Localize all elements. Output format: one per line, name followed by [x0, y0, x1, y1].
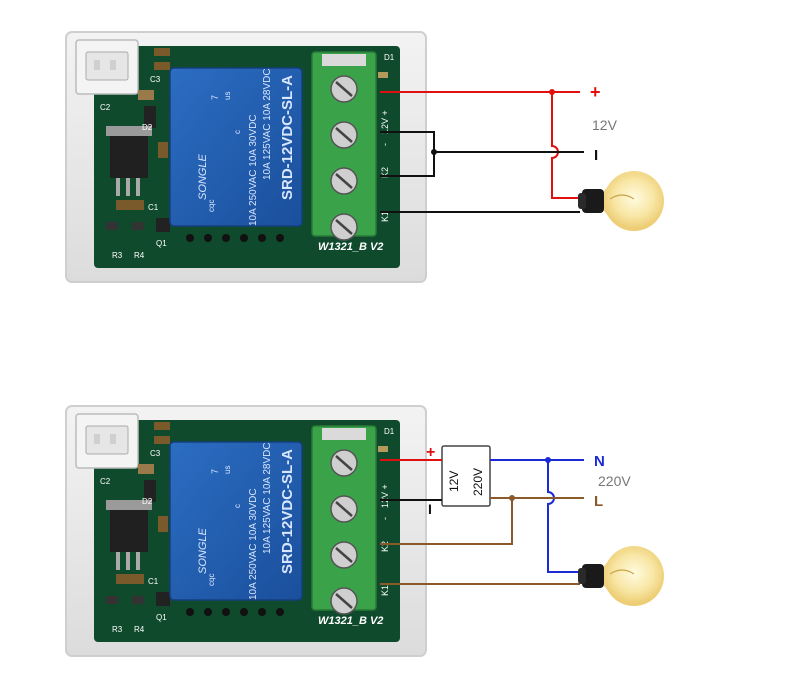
- label-c2-b: C2: [100, 477, 111, 486]
- wire-neutral-to-bulb: [547, 460, 580, 573]
- bulb-bottom: [577, 545, 665, 607]
- bulb-top: [577, 170, 665, 232]
- label-r4: R4: [134, 251, 145, 260]
- terminal-minus-bottom: -: [380, 517, 390, 520]
- negative-label-bottom: I: [428, 501, 432, 517]
- relay-cert-cqc-bottom: cqc: [207, 574, 216, 586]
- terminal-k1-bottom: K1: [380, 585, 390, 596]
- label-d1-b: D1: [384, 427, 395, 436]
- relay-cert-c-bottom: c: [233, 504, 242, 508]
- junction-line: [509, 495, 515, 501]
- label-d2-b: D2: [142, 497, 153, 506]
- label-d2: D2: [142, 123, 153, 132]
- voltage-label-top: 12V: [592, 117, 618, 133]
- positive-label-top: +: [590, 82, 601, 102]
- psu-input-label: 12V: [447, 471, 461, 492]
- label-q1-b: Q1: [156, 613, 167, 622]
- board-id-top: W1321_B V2: [318, 241, 383, 253]
- relay-brand-bottom: SONGLE: [197, 527, 209, 574]
- positive-label-bottom: +: [426, 444, 435, 461]
- terminal-labels-bottom: 12V + - K2 K1: [380, 484, 390, 596]
- bottom-diagram: C3 C2 D2 C1 R3 R4 Q1 D1 SRD-12VDC-SL-A 1…: [64, 404, 665, 658]
- label-q1: Q1: [156, 239, 167, 248]
- label-r3: R3: [112, 251, 123, 260]
- relay-model-top: SRD-12VDC-SL-A: [279, 75, 296, 200]
- relay-rating1-bottom: 10A 125VAC 10A 28VDC: [262, 442, 273, 554]
- label-c2: C2: [100, 103, 111, 112]
- relay-rating2-bottom: 10A 250VAC 10A 30VDC: [248, 488, 259, 600]
- power-supply-module: [441, 445, 491, 507]
- junction-neutral: [545, 457, 551, 463]
- relay-rating2-top: 10A 250VAC 10A 30VDC: [248, 114, 259, 226]
- label-c3-b: C3: [150, 449, 161, 458]
- terminal-12v-bottom: 12V +: [380, 484, 390, 508]
- board-id-bottom: W1321_B V2: [318, 615, 383, 627]
- label-d1: D1: [384, 53, 395, 62]
- relay-number-bottom: 7: [210, 469, 220, 474]
- terminal-labels-top: 12V + - K2 K1: [380, 110, 390, 222]
- label-c3: C3: [150, 75, 161, 84]
- relay-rating1-top: 10A 125VAC 10A 28VDC: [262, 68, 273, 180]
- relay-cert-us-top: us: [223, 92, 232, 100]
- top-diagram: C3 C2 D2 C1 R3 R4 Q1 D1 SRD-12VDC-SL-A 1…: [64, 30, 665, 284]
- wire-positive-to-bulb: [551, 92, 580, 199]
- terminal-12v-top: 12V +: [380, 110, 390, 134]
- relay-text-bottom: SRD-12VDC-SL-A 10A 125VAC 10A 28VDC 10A …: [197, 442, 296, 600]
- neutral-label: N: [594, 453, 605, 470]
- junction-negative-top: [431, 149, 437, 155]
- board-labels-top: C3 C2 D2 C1 R3 R4 Q1 D1: [100, 53, 395, 260]
- psu-output-label: 220V: [471, 468, 485, 496]
- relay-number-top: 7: [210, 95, 220, 100]
- relay-text-top: SRD-12VDC-SL-A 10A 125VAC 10A 28VDC 10A …: [197, 68, 296, 226]
- label-c1: C1: [148, 203, 159, 212]
- label-r4-b: R4: [134, 625, 145, 634]
- junction-positive-top: [549, 89, 555, 95]
- relay-cert-us-bottom: us: [223, 466, 232, 474]
- relay-model-bottom: SRD-12VDC-SL-A: [279, 449, 296, 574]
- voltage-label-bottom: 220V: [598, 473, 631, 489]
- label-c1-b: C1: [148, 577, 159, 586]
- label-r3-b: R3: [112, 625, 123, 634]
- terminal-minus-top: -: [380, 143, 390, 146]
- terminal-k2-top: K2: [380, 167, 390, 178]
- wire-line-to-k2: [380, 498, 513, 545]
- relay-brand-top: SONGLE: [197, 153, 209, 200]
- terminal-k2-bottom: K2: [380, 541, 390, 552]
- board-labels-bottom: C3 C2 D2 C1 R3 R4 Q1 D1: [100, 427, 395, 634]
- terminal-k1-top: K1: [380, 211, 390, 222]
- relay-cert-cqc-top: cqc: [207, 200, 216, 212]
- wires-bottom: [380, 459, 584, 585]
- line-label: L: [594, 493, 603, 510]
- relay-cert-c-top: c: [233, 130, 242, 134]
- negative-label-top: I: [594, 147, 598, 164]
